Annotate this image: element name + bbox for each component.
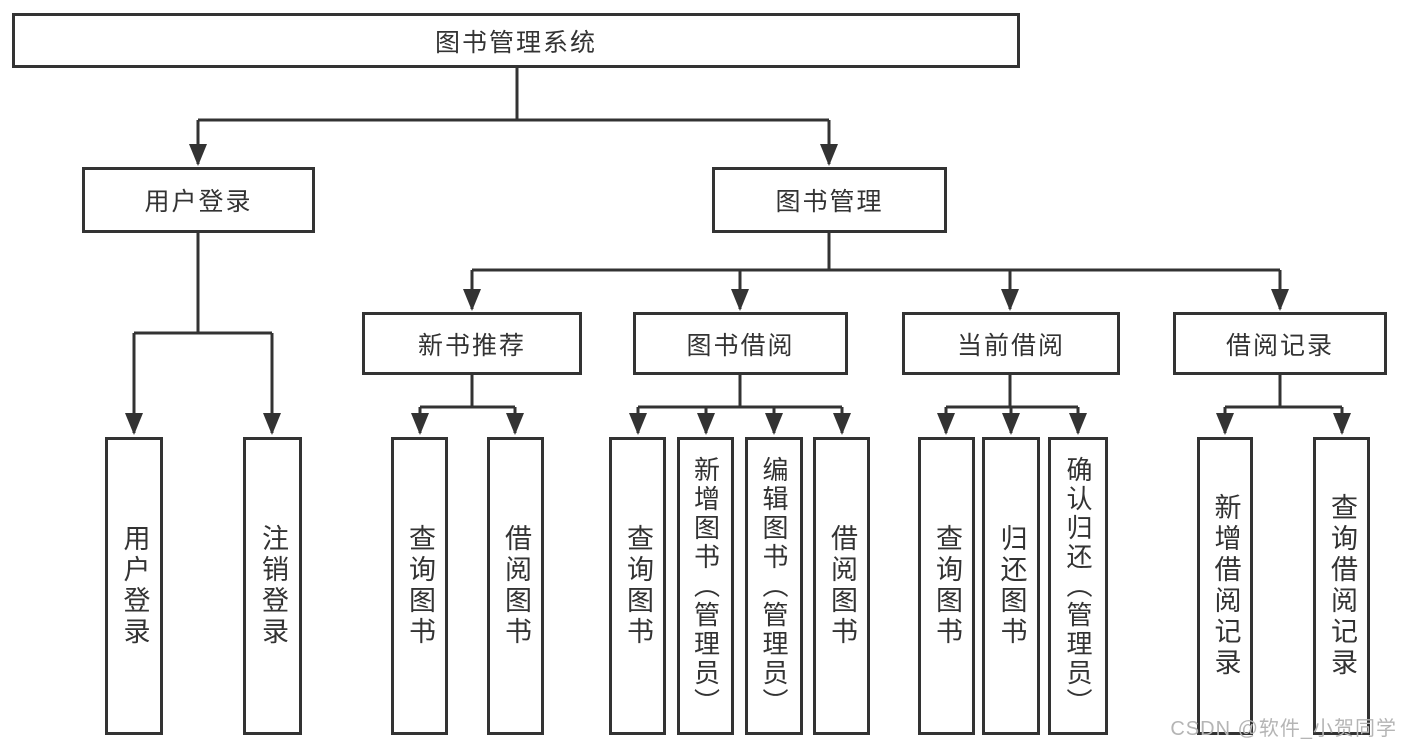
leaf-current-query-books: 查询图书: [918, 437, 975, 735]
leaf-query-borrow-record-label: 查询借阅记录: [1327, 493, 1357, 679]
node-book-management: 图书管理: [712, 167, 947, 233]
csdn-watermark: CSDN @软件_小贺同学: [1170, 718, 1397, 740]
node-new-book-recommend: 新书推荐: [362, 312, 582, 375]
leaf-add-borrow-record-label: 新增借阅记录: [1210, 493, 1241, 679]
leaf-query-borrow-record: 查询借阅记录: [1313, 437, 1370, 735]
leaf-borrowing-query-books: 查询图书: [609, 437, 666, 735]
leaf-edit-books-admin-label: 编辑图书（管理员）: [759, 455, 789, 717]
leaf-add-borrow-record: 新增借阅记录: [1197, 437, 1253, 735]
leaf-add-books-admin-label: 新增图书（管理员）: [690, 455, 721, 717]
leaf-add-books-admin: 新增图书（管理员）: [677, 437, 734, 735]
leaf-user-login-label: 用户登录: [119, 524, 150, 648]
leaf-confirm-return-admin: 确认归还（管理员）: [1048, 437, 1108, 735]
node-current-borrowing: 当前借阅: [902, 312, 1120, 375]
leaf-newbooks-query-books: 查询图书: [391, 437, 448, 735]
node-user-login: 用户登录: [82, 167, 315, 233]
leaf-edit-books-admin: 编辑图书（管理员）: [745, 437, 803, 735]
leaf-borrowing-borrow-books: 借阅图书: [813, 437, 870, 735]
leaf-newbooks-borrow-books-label: 借阅图书: [501, 524, 531, 648]
leaf-current-query-books-label: 查询图书: [932, 524, 962, 648]
node-book-borrowing: 图书借阅: [633, 312, 848, 375]
leaf-logout-label: 注销登录: [258, 524, 288, 648]
node-root: 图书管理系统: [12, 13, 1020, 68]
leaf-confirm-return-admin-label: 确认归还（管理员）: [1063, 455, 1093, 717]
leaf-return-books-label: 归还图书: [996, 524, 1027, 648]
leaf-newbooks-borrow-books: 借阅图书: [487, 437, 544, 735]
leaf-logout: 注销登录: [243, 437, 302, 735]
leaf-borrowing-query-books-label: 查询图书: [623, 524, 653, 648]
leaf-newbooks-query-books-label: 查询图书: [405, 524, 435, 648]
leaf-return-books: 归还图书: [982, 437, 1040, 735]
node-borrow-records: 借阅记录: [1173, 312, 1387, 375]
leaf-borrowing-borrow-books-label: 借阅图书: [827, 524, 857, 648]
leaf-user-login: 用户登录: [105, 437, 163, 735]
